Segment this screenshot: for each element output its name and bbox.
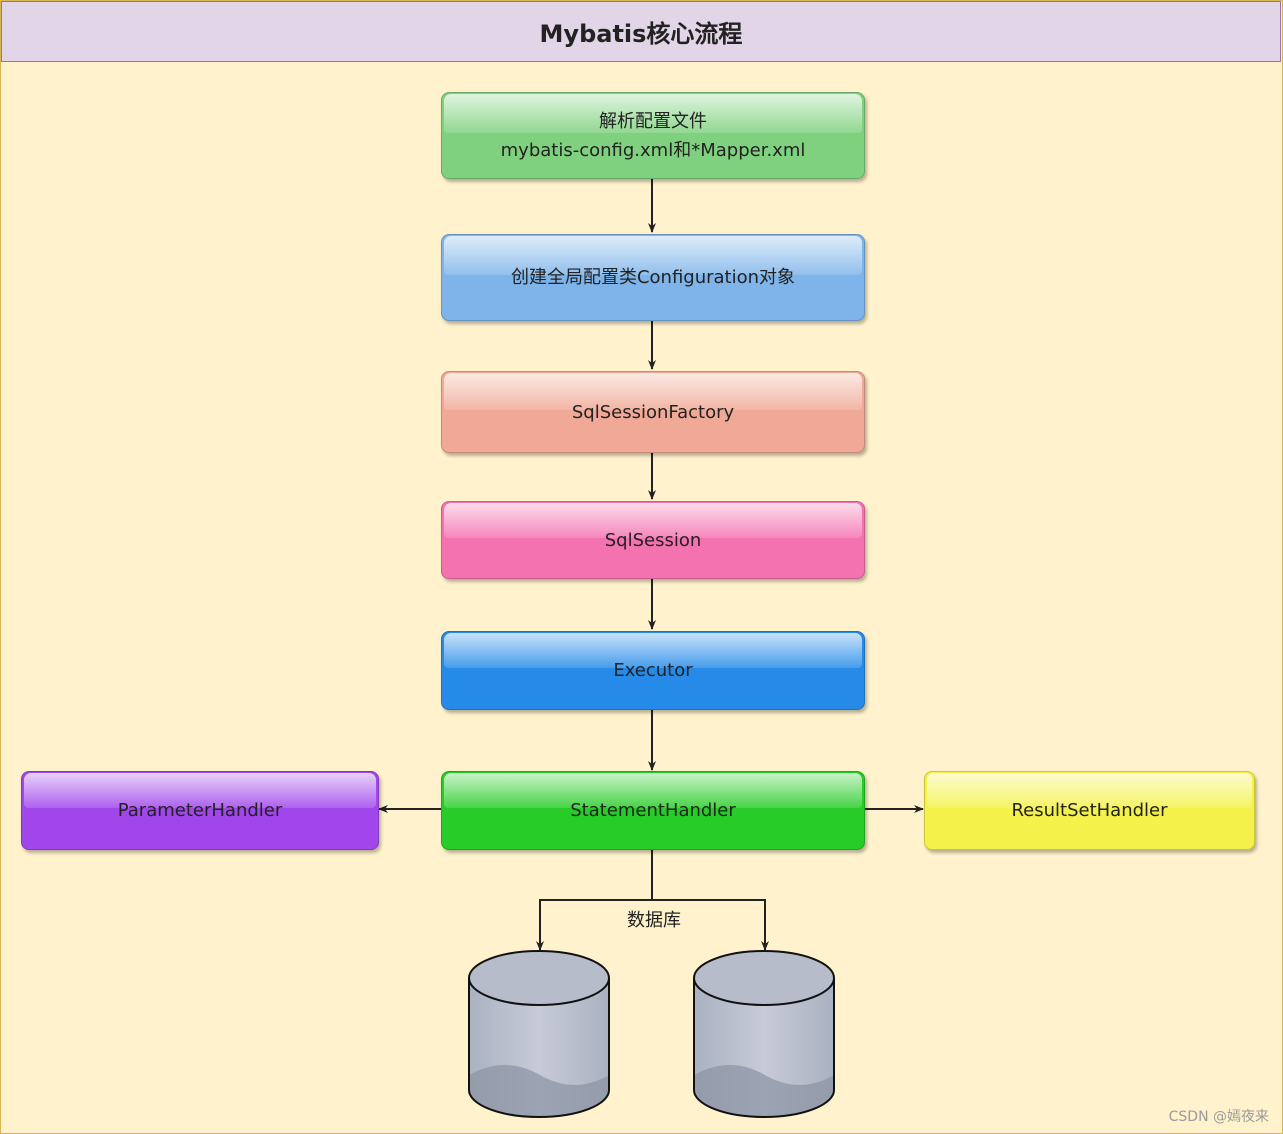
database-cylinder-right: [693, 950, 835, 1118]
node-parse-config[interactable]: 解析配置文件 mybatis-config.xml和*Mapper.xml: [441, 92, 865, 179]
node-statement-handler-label: StatementHandler: [570, 800, 736, 821]
node-sql-session[interactable]: SqlSession: [441, 501, 865, 579]
node-statement-handler[interactable]: StatementHandler: [441, 771, 865, 850]
node-executor[interactable]: Executor: [441, 631, 865, 710]
watermark: CSDN @嫣夜来: [1168, 1109, 1269, 1125]
node-parameter-handler-label: ParameterHandler: [117, 800, 283, 821]
database-label: 数据库: [627, 910, 681, 931]
node-parse-config-line1: 解析配置文件: [599, 110, 707, 132]
diagram-title: Mybatis核心流程: [1, 1, 1281, 62]
connector-statement-to-database-right: [652, 899, 769, 951]
node-create-configuration[interactable]: 创建全局配置类Configuration对象: [441, 234, 865, 321]
node-result-set-handler-label: ResultSetHandler: [1011, 800, 1168, 821]
node-result-set-handler[interactable]: ResultSetHandler: [924, 771, 1255, 850]
node-create-configuration-label: 创建全局配置类Configuration对象: [510, 267, 796, 288]
node-sql-session-label: SqlSession: [604, 529, 702, 551]
node-parameter-handler[interactable]: ParameterHandler: [21, 771, 379, 850]
node-executor-label: Executor: [613, 660, 693, 681]
node-sql-session-factory-label: SqlSessionFactory: [571, 401, 735, 423]
database-cylinder-left: [468, 950, 610, 1118]
node-sql-session-factory[interactable]: SqlSessionFactory: [441, 371, 865, 453]
connector-statement-to-databases: [536, 848, 653, 951]
node-parse-config-line2: mybatis-config.xml和*Mapper.xml: [500, 139, 806, 161]
